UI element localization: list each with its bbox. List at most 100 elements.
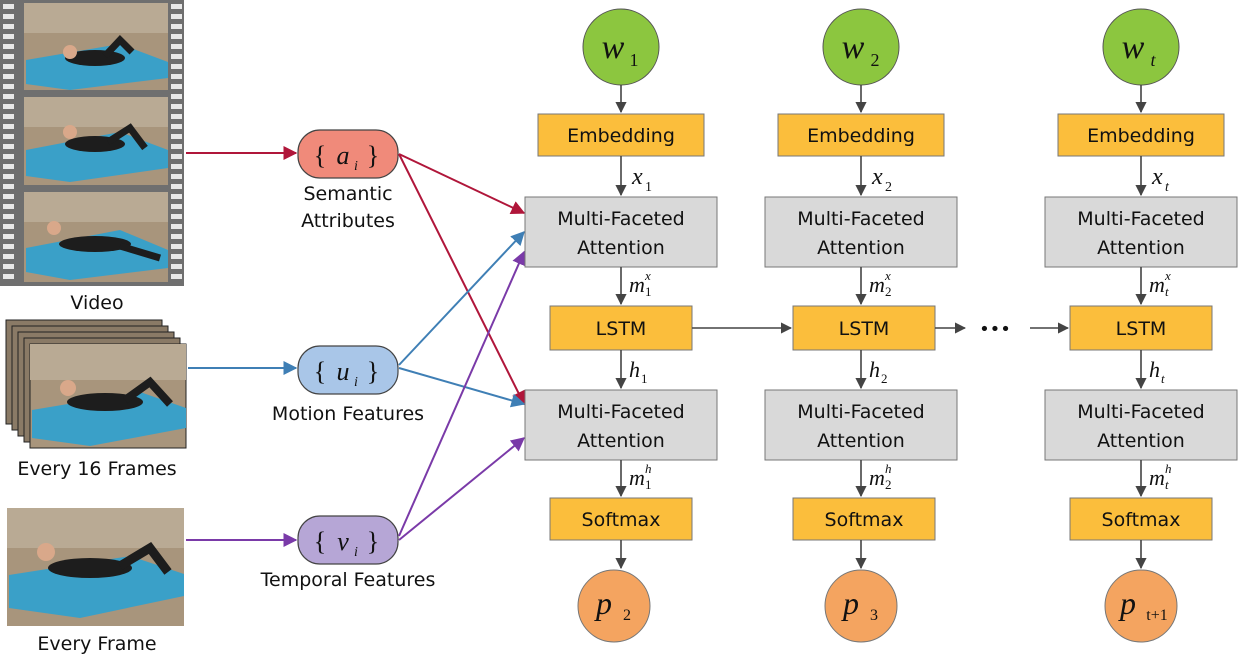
attributes-brace-open: {: [314, 141, 326, 170]
video-caption: Video: [70, 292, 123, 314]
attributes-caption-line1: Semantic: [303, 183, 392, 205]
mx-symbol: m: [1149, 272, 1165, 297]
attention-label-line2: Attention: [817, 237, 905, 259]
output-subscript: 2: [623, 607, 631, 624]
mh-subscript: 1: [645, 477, 652, 492]
attention-label-line2: Attention: [577, 237, 665, 259]
x-symbol: x: [1151, 164, 1163, 190]
word-subscript: 1: [630, 50, 639, 70]
motion-subscript: i: [354, 375, 358, 390]
temporal-subscript: i: [354, 545, 358, 560]
softmax-label: Softmax: [1102, 509, 1181, 531]
embedding-label: Embedding: [1087, 125, 1195, 147]
mx-superscript: x: [1164, 268, 1171, 283]
video-filmstrip: [0, 0, 184, 286]
softmax-box: [1069, 497, 1213, 541]
word-subscript: t: [1150, 50, 1156, 70]
mh-superscript: h: [645, 461, 652, 476]
motion-brace-open: {: [314, 357, 326, 386]
temporal-to-attention1-arrow: [398, 250, 526, 537]
video-frame: [24, 3, 168, 90]
clips-caption: Every 16 Frames: [17, 458, 176, 480]
word-symbol: w: [602, 29, 625, 66]
x-symbol: x: [631, 164, 643, 190]
h-subscript: t: [1161, 371, 1165, 386]
video-frame: [24, 97, 168, 185]
attention-label-line1: Multi-Faceted: [1077, 208, 1204, 230]
h-symbol: h: [629, 357, 640, 382]
attributes-symbol: a: [337, 141, 350, 170]
attributes-caption-line2: Attributes: [301, 210, 395, 232]
embedding-box: [1057, 113, 1225, 157]
embedding-box: [777, 113, 945, 157]
filmstrip-sprockets: [3, 4, 182, 279]
mh-subscript: t: [1165, 477, 1169, 492]
x-subscript: 1: [645, 180, 652, 195]
attributes-to-attention2-arrow: [398, 153, 525, 406]
temporal-brace-close: }: [367, 527, 379, 556]
mx-subscript: 1: [645, 284, 652, 299]
temporal-to-attention2-arrow: [398, 437, 526, 541]
attention2-label-line2: Attention: [1097, 430, 1185, 452]
mh-superscript: h: [1165, 461, 1172, 476]
lstm-box: [1069, 305, 1213, 351]
motion-brace-close: }: [367, 357, 379, 386]
softmax-label: Softmax: [582, 509, 661, 531]
mh-subscript: 2: [885, 477, 892, 492]
motion-symbol: u: [337, 357, 350, 386]
mx-symbol: m: [629, 272, 645, 297]
attention-label-line1: Multi-Faceted: [797, 208, 924, 230]
embedding-box: [537, 113, 705, 157]
attention-label-line2: Attention: [1097, 237, 1185, 259]
decoder-column-t: w t Embedding x t Multi-Faceted Attentio…: [1044, 8, 1238, 643]
output-symbol: p: [841, 585, 859, 621]
decoder-column-1: w 1 Embedding x 1 Multi-Faceted Attentio…: [524, 8, 718, 643]
h-symbol: h: [869, 357, 880, 382]
lstm-label: LSTM: [596, 318, 647, 340]
mh-symbol: m: [869, 465, 885, 490]
mh-symbol: m: [1149, 465, 1165, 490]
clip-stack: [5, 319, 187, 449]
motion-to-attention2-arrow: [398, 367, 526, 408]
lstm-box: [792, 305, 936, 351]
output-node: [824, 569, 898, 643]
mx-subscript: t: [1165, 284, 1169, 299]
lstm-label: LSTM: [1116, 318, 1167, 340]
temporal-symbol: v: [337, 527, 349, 556]
attributes-to-attention1-arrow: [398, 153, 526, 214]
attention2-label-line1: Multi-Faceted: [1077, 401, 1204, 423]
lstm-label: LSTM: [839, 318, 890, 340]
softmax-label: Softmax: [825, 509, 904, 531]
attributes-brace-close: }: [367, 141, 379, 170]
single-frame: [7, 508, 184, 626]
output-subscript: t+1: [1146, 607, 1167, 624]
word-symbol: w: [1122, 29, 1145, 66]
output-symbol: p: [594, 585, 612, 621]
softmax-box: [792, 497, 936, 541]
attention-box-1: [524, 196, 718, 268]
x-subscript: t: [1165, 180, 1170, 195]
decoder-column-2: w 2 Embedding x 2 Multi-Faceted Attentio…: [764, 8, 958, 643]
mh-symbol: m: [629, 465, 645, 490]
mh-superscript: h: [885, 461, 892, 476]
mx-symbol: m: [869, 272, 885, 297]
embedding-label: Embedding: [567, 125, 675, 147]
h-subscript: 1: [641, 371, 648, 386]
h-symbol: h: [1149, 357, 1160, 382]
motion-to-attention1-arrow: [398, 230, 525, 366]
mx-superscript: x: [884, 268, 891, 283]
attention-box-2: [524, 389, 718, 461]
video-frame: [24, 192, 168, 282]
attention2-label-line2: Attention: [577, 430, 665, 452]
attention-box-2: [764, 389, 958, 461]
frame-caption: Every Frame: [37, 633, 156, 655]
attention2-label-line1: Multi-Faceted: [557, 401, 684, 423]
mx-superscript: x: [644, 268, 651, 283]
attributes-subscript: i: [354, 159, 358, 174]
word-subscript: 2: [871, 50, 880, 70]
mx-subscript: 2: [885, 284, 892, 299]
attention-label-line1: Multi-Faceted: [557, 208, 684, 230]
word-symbol: w: [842, 29, 865, 66]
output-subscript: 3: [870, 607, 878, 624]
